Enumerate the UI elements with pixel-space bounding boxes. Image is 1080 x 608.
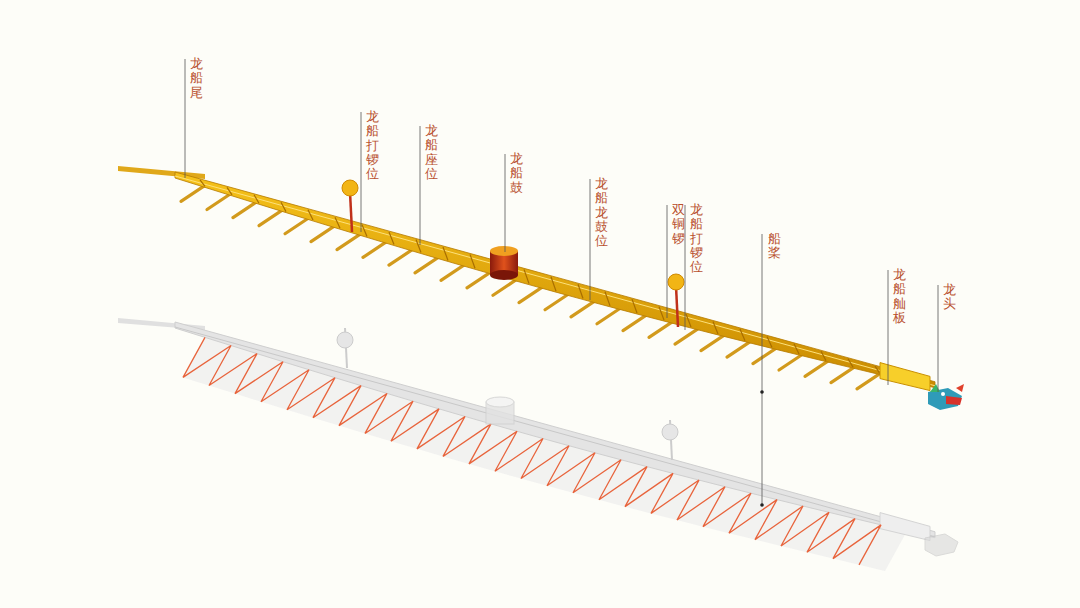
oar xyxy=(389,249,413,265)
part-label: 龙船打锣位 xyxy=(366,110,379,181)
oar xyxy=(441,264,465,280)
oar xyxy=(415,257,439,273)
oar xyxy=(753,348,777,364)
oar xyxy=(285,218,309,234)
leader-line xyxy=(938,285,939,392)
seat-bench xyxy=(605,292,610,306)
oar xyxy=(337,234,361,250)
leader-line xyxy=(888,270,889,385)
leader-line xyxy=(361,112,362,232)
gong xyxy=(668,274,684,327)
hull xyxy=(175,172,935,388)
part-label: 龙船龙鼓位 xyxy=(595,177,608,248)
oar xyxy=(623,315,647,331)
part-label: 龙船打锣位 xyxy=(690,203,703,274)
seat-bench xyxy=(524,269,529,283)
oar xyxy=(363,241,387,257)
oar xyxy=(311,226,335,242)
leader-line xyxy=(420,126,421,245)
oar xyxy=(779,354,803,370)
seat-bench xyxy=(848,359,853,367)
part-label: 船桨 xyxy=(768,232,781,261)
drum xyxy=(490,246,518,280)
ghost-gong xyxy=(337,328,353,368)
seat-bench xyxy=(551,277,556,291)
oar xyxy=(519,287,543,303)
dragon-head xyxy=(928,384,964,410)
seat-bench xyxy=(443,247,448,261)
seat-bench xyxy=(254,195,259,203)
leader-line xyxy=(762,234,763,505)
seat-bench xyxy=(200,180,205,186)
part-label: 龙船舢板 xyxy=(893,268,906,325)
ghost-dragon-head xyxy=(925,534,958,556)
seat-bench xyxy=(686,314,691,327)
oar xyxy=(701,335,725,351)
oar xyxy=(181,185,205,201)
oar xyxy=(831,367,855,383)
ghost-drum xyxy=(486,397,514,424)
seat-bench xyxy=(767,336,772,347)
leader-line xyxy=(185,59,186,178)
part-label: 龙船鼓 xyxy=(510,152,523,195)
part-label: 龙头 xyxy=(943,283,956,312)
oar xyxy=(675,328,699,344)
oar xyxy=(727,341,751,357)
seat-bench xyxy=(632,299,637,313)
oar xyxy=(493,279,517,295)
part-label: 龙船尾 xyxy=(190,57,203,100)
seat-bench xyxy=(281,202,286,211)
seat-bench xyxy=(578,284,583,298)
part-label: 双铜锣 xyxy=(672,203,685,246)
seat-bench xyxy=(227,187,232,194)
oar xyxy=(233,202,257,218)
gong xyxy=(342,180,358,232)
bow-deck xyxy=(880,363,930,391)
seat-bench xyxy=(389,232,394,244)
inner-rim xyxy=(175,176,935,386)
leader-dot xyxy=(760,503,764,507)
dragon-boat xyxy=(118,166,935,391)
oar xyxy=(545,294,569,310)
seat-bench xyxy=(875,366,880,373)
oar xyxy=(805,360,829,376)
oar xyxy=(597,308,621,324)
seat-bench xyxy=(308,210,313,220)
oar xyxy=(649,321,673,337)
seat-bench xyxy=(470,254,475,268)
leader-line xyxy=(505,154,506,252)
part-label: 龙船座位 xyxy=(425,124,438,181)
seat-bench xyxy=(362,225,367,237)
seat-bench xyxy=(821,351,826,360)
seat-bench xyxy=(335,217,340,228)
oar xyxy=(857,373,881,389)
seat-bench xyxy=(659,307,664,320)
oar xyxy=(259,210,283,226)
oar xyxy=(571,301,595,317)
seat-bench xyxy=(713,321,718,333)
leader-line xyxy=(590,179,591,300)
leader-dot xyxy=(760,390,764,394)
leader-line xyxy=(667,205,668,318)
oar xyxy=(207,194,231,210)
seat-bench xyxy=(740,329,745,341)
ghost-gong xyxy=(662,420,678,460)
ghost-bow-deck xyxy=(880,513,930,541)
oar xyxy=(467,272,491,288)
oar-zigzag xyxy=(183,337,881,564)
seat-bench xyxy=(794,344,799,354)
